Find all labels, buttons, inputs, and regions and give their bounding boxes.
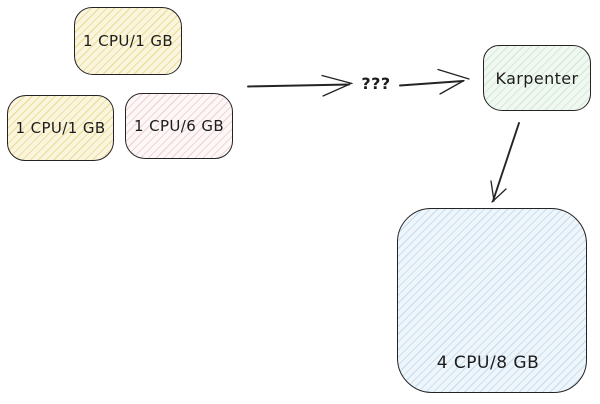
karpenter-box: Karpenter — [483, 45, 591, 111]
arrow-karpenter-to-node-icon — [490, 122, 520, 203]
karpenter-label: Karpenter — [495, 68, 579, 88]
node-box: 4 CPU/8 GB — [397, 208, 587, 393]
node-label: 4 CPU/8 GB — [436, 353, 540, 373]
pod-label: 1 CPU/1 GB — [15, 119, 106, 137]
arrow-question-to-karpenter-icon — [399, 68, 470, 95]
question-marks-label: ??? — [361, 74, 391, 93]
pod-box-right: 1 CPU/6 GB — [125, 93, 233, 159]
pod-box-top: 1 CPU/1 GB — [74, 7, 182, 75]
arrow-pods-to-question-icon — [247, 74, 353, 97]
pod-label: 1 CPU/1 GB — [82, 32, 174, 50]
pod-box-left: 1 CPU/1 GB — [7, 95, 114, 161]
pod-label: 1 CPU/6 GB — [133, 117, 225, 135]
